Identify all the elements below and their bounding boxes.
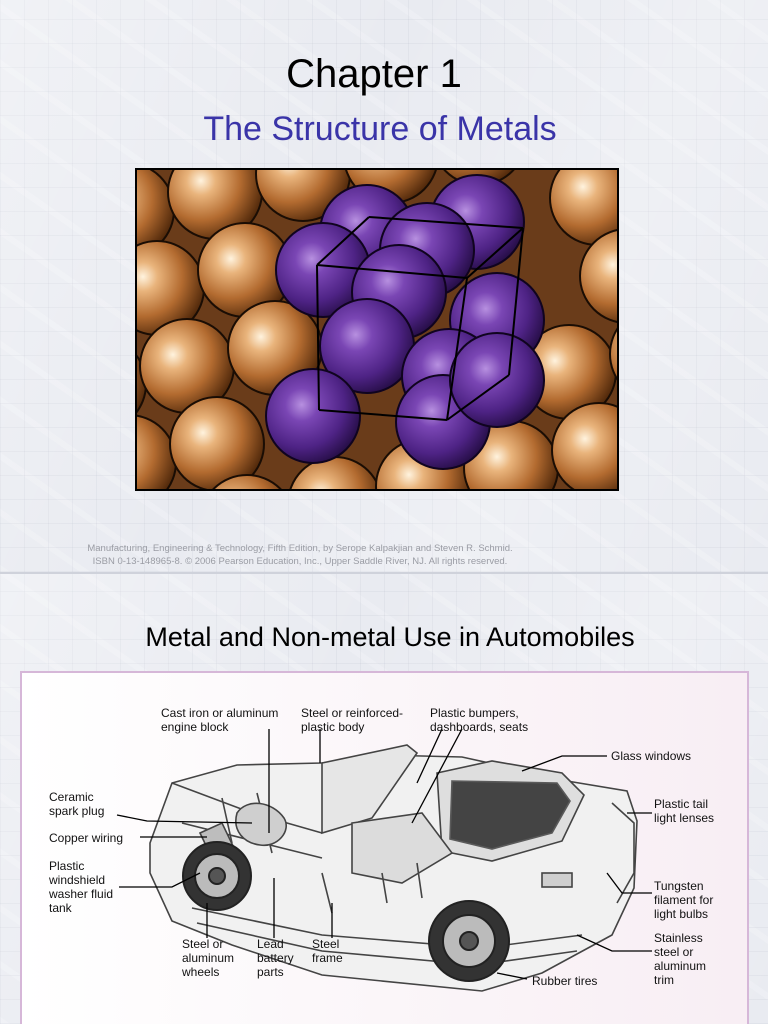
copper-atom <box>212 474 282 489</box>
unit-cell-edge <box>466 227 524 279</box>
label-bumpers: Plastic bumpers,dashboards, seats <box>430 706 529 734</box>
label-copper-wiring: Copper wiring <box>49 831 124 845</box>
unit-cell-edge <box>318 409 448 421</box>
slide-automobiles: Metal and Non-metal Use in Automobiles <box>0 574 768 1024</box>
unit-cell-edge <box>446 374 510 421</box>
crystal-structure-figure <box>135 168 619 491</box>
unit-cell-edge <box>368 216 524 229</box>
label-body: Steel or reinforced-plastic body <box>301 706 404 734</box>
unit-cell-edge <box>508 227 524 376</box>
label-glass-windows: Glass windows <box>611 749 692 763</box>
copper-atom <box>579 229 617 323</box>
chapter-title: Chapter 1 <box>286 52 462 96</box>
unit-cell-edge <box>316 264 468 279</box>
copper-atom <box>609 327 617 381</box>
label-rubber-tires: Rubber tires <box>532 974 598 988</box>
copper-atom <box>169 396 265 489</box>
copper-atom <box>551 402 617 489</box>
car-cutaway-illustration <box>116 728 652 992</box>
slide-title: Chapter 1 The Structure of Metals <box>0 0 768 572</box>
rear-wheel <box>428 900 510 982</box>
unit-cell-edge <box>446 277 468 421</box>
credit-line-1: Manufacturing, Engineering & Technology,… <box>87 543 513 554</box>
credit-line-2: ISBN 0-13-148965-8. © 2006 Pearson Educa… <box>92 556 508 567</box>
unit-cell-edge <box>316 264 320 411</box>
unit-cell-edge <box>316 216 370 266</box>
front-wheel <box>182 841 252 911</box>
atom-spheres-illustration <box>137 170 617 489</box>
chapter-subtitle: The Structure of Metals <box>203 110 557 148</box>
purple-atom <box>265 368 361 464</box>
slide-divider <box>0 572 768 574</box>
slide2-title: Metal and Non-metal Use in Automobiles <box>145 622 635 652</box>
purple-atom <box>449 332 545 428</box>
